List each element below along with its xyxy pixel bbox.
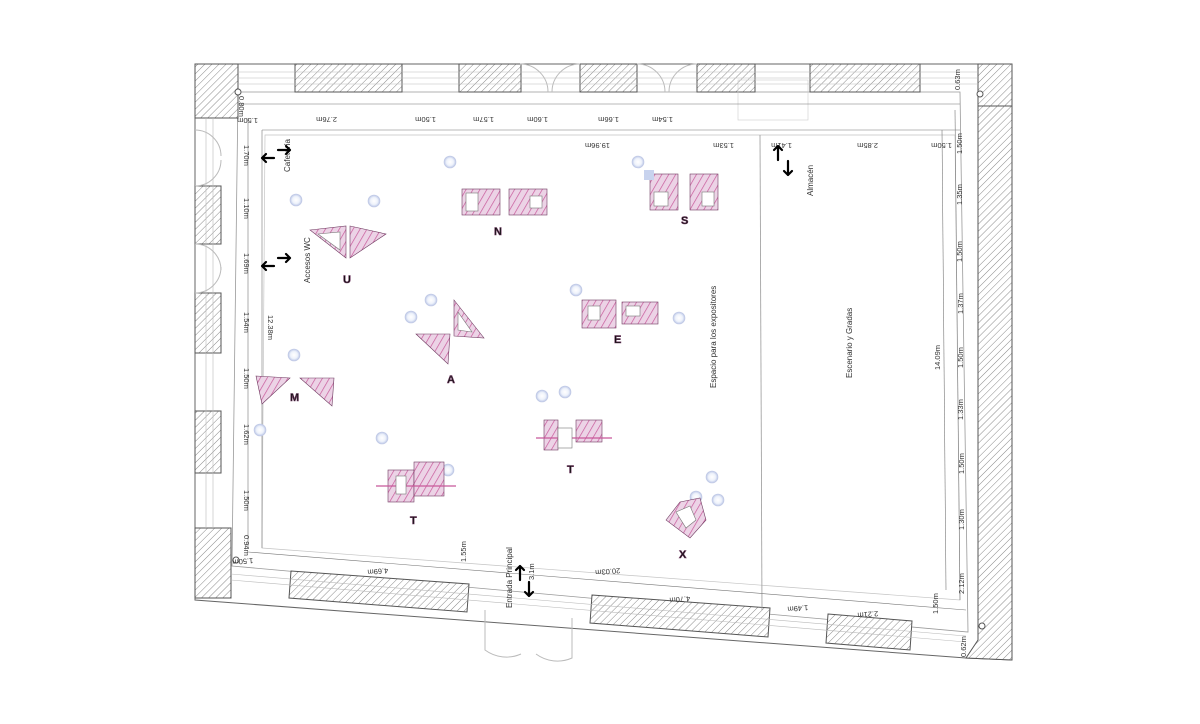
label-main-entrance: Entrada Principal (505, 547, 514, 608)
right-dimensions: 0.63m 1.50m 1.35m 1.50m 1.37m 1.50m 1.33… (933, 69, 968, 657)
dim-bottom-6: 1.49m (787, 603, 809, 614)
left-wall-block-2 (194, 292, 222, 354)
dim-bottom-2: 4.69m (367, 566, 389, 577)
stand-n-label: N (494, 226, 502, 238)
dimension-lines (238, 103, 967, 611)
stand-u: U (309, 225, 387, 286)
dim-top-10: 2.85m (857, 141, 878, 150)
exhibit-area-outline (261, 134, 961, 601)
circulation-arrows (260, 144, 794, 598)
stand-e: E (581, 299, 659, 346)
corner-pillar-top-left (194, 63, 239, 119)
dim-left-6: 1.62m (242, 424, 251, 445)
dim-right-corner-top: 0.63m (953, 69, 962, 90)
stand-e-label: E (614, 334, 621, 346)
dim-right-8: 1.30m (957, 509, 966, 530)
zone-labels: Cafetería Accesos WC Almacén Espacio par… (283, 139, 854, 608)
dim-top-8: 1.53m (713, 141, 734, 150)
stand-s-label: S (681, 215, 688, 227)
inner-room-outline (231, 91, 969, 633)
dim-left-3: 1.69m (242, 253, 251, 274)
stand-a-label: A (447, 374, 455, 386)
label-stage: Escenario y Gradas (845, 308, 854, 378)
stage-divider (759, 134, 763, 611)
stand-m-label: M (290, 392, 299, 404)
dim-bottom-total: 20.03m (595, 566, 621, 577)
bottom-wall-block-1 (288, 570, 470, 613)
dim-right-1: 1.50m (955, 133, 964, 154)
stand-s: S (644, 170, 719, 227)
dim-top-2: 2.76m (316, 115, 337, 124)
stands: N S U E A (255, 170, 719, 561)
left-dimensions: 1.70m 1.10m 1.69m 1.54m 1.50m 1.62m 1.50… (242, 145, 275, 556)
double-arrow-horizontal-icon (260, 144, 292, 164)
dim-right-total: 14.09m (933, 345, 942, 370)
stand-u-label: U (343, 274, 351, 286)
stand-t-1-label: T (410, 515, 417, 527)
bottom-dimensions: 1.50m 4.69m 1.55m 3.1m 20.03m 4.70m 1.49… (232, 541, 940, 620)
corner-pillar-top-right (977, 63, 1013, 107)
double-arrow-vertical-icon (514, 564, 535, 598)
double-arrow-vertical-icon (772, 144, 794, 177)
dim-left-4: 1.54m (242, 312, 251, 333)
corner-pillar-bottom-left (194, 527, 232, 599)
dim-left-7: 1.50m (242, 490, 251, 511)
dim-bottom-3: 1.55m (459, 541, 468, 562)
dim-right-5: 1.50m (956, 347, 965, 368)
label-accesos-wc: Accesos WC (303, 237, 312, 283)
left-wall-block-3 (194, 410, 222, 474)
dim-right-7: 1.50m (957, 453, 966, 474)
ceiling-lamps (253, 155, 725, 507)
left-wall-block-1 (194, 185, 222, 245)
dim-bottom-4: 3.1m (527, 563, 536, 580)
dim-right-6: 1.33m (956, 399, 965, 420)
dim-top-11: 1.50m (931, 141, 952, 150)
dim-right-4: 1.37m (956, 293, 965, 314)
dim-bottom-8: 1.50m (931, 593, 940, 614)
stand-m: M (255, 375, 335, 407)
stand-t-1: T (376, 461, 456, 527)
dim-bottom-5: 4.70m (669, 594, 691, 605)
stand-a: A (415, 299, 485, 386)
dim-left-total: 12.38m (266, 315, 275, 340)
dim-bottom-7: 2.21m (857, 609, 879, 620)
dim-top-1: 1.50m (237, 116, 258, 125)
top-dimensions: 1.50m 2.76m 1.50m 1.57m 1.60m 1.66m 1.54… (237, 96, 952, 150)
dim-left-2: 1.10m (242, 198, 251, 219)
dim-top-total: 19.96m (585, 141, 610, 150)
building-shell (194, 63, 1013, 662)
stand-n: N (461, 188, 548, 238)
dim-top-9: 1.41m (771, 141, 792, 150)
dim-right-2: 1.35m (955, 184, 964, 205)
dim-left-8: 0.94m (242, 535, 251, 556)
label-exhibitors-space: Espacio para los expositores (709, 286, 718, 388)
bottom-wall-block-3 (825, 613, 913, 651)
label-almacen: Almacén (806, 165, 815, 196)
stand-x: X (665, 497, 707, 561)
dim-bottom-1: 1.50m (232, 556, 254, 567)
stand-t-2: T (536, 419, 612, 476)
dim-left-1: 1.70m (242, 145, 251, 166)
dim-top-4: 1.57m (473, 115, 494, 124)
label-cafeteria: Cafetería (283, 139, 292, 172)
dim-top-3: 1.50m (415, 115, 436, 124)
dim-top-5: 1.60m (527, 115, 548, 124)
dim-right-9: 2.12m (957, 573, 966, 594)
right-wall (965, 105, 1013, 661)
dim-top-corner: 0.80m (237, 96, 246, 117)
double-arrow-horizontal-icon (260, 252, 292, 272)
dim-right-corner-bottom: 0.62m (959, 636, 968, 657)
dim-top-6: 1.66m (598, 115, 619, 124)
dim-right-3: 1.50m (955, 241, 964, 262)
dim-top-7: 1.54m (652, 115, 673, 124)
dim-left-5: 1.50m (242, 368, 251, 389)
bottom-wall-block-2 (589, 594, 771, 638)
stand-t-2-label: T (567, 464, 574, 476)
stand-x-label: X (679, 549, 687, 561)
